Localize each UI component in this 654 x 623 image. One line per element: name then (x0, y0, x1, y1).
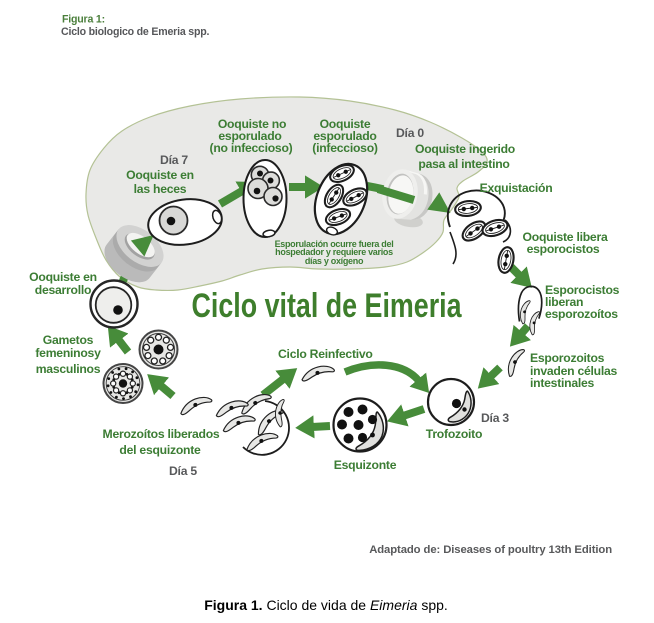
svg-text:Ooquiste en: Ooquiste en (126, 168, 194, 182)
svg-text:esporulado: esporulado (218, 129, 281, 143)
svg-text:del esquizonte: del esquizonte (119, 443, 201, 457)
svg-text:Esquizonte: Esquizonte (334, 458, 397, 472)
svg-text:Día 0: Día 0 (396, 126, 424, 140)
svg-text:Ciclo biologico de Emeria spp.: Ciclo biologico de Emeria spp. (61, 26, 209, 38)
svg-text:Figura 1:: Figura 1: (62, 14, 105, 26)
svg-text:hospedador y requiere varios: hospedador y requiere varios (275, 247, 393, 257)
svg-text:Ciclo Reinfectivo: Ciclo Reinfectivo (278, 347, 373, 361)
svg-text:Figura 1. Ciclo de vida de Eim: Figura 1. Ciclo de vida de Eimeria spp. (204, 597, 448, 613)
svg-text:liberan: liberan (545, 295, 583, 309)
svg-text:Ooquiste en: Ooquiste en (29, 270, 97, 284)
svg-text:invaden células: invaden células (530, 364, 617, 378)
svg-text:masculinos: masculinos (36, 362, 101, 376)
svg-text:Ciclo vital de Eimeria: Ciclo vital de Eimeria (191, 287, 462, 325)
svg-text:Esporocistos: Esporocistos (545, 283, 620, 297)
svg-text:Ooquiste no: Ooquiste no (218, 117, 286, 131)
svg-text:(no infeccioso): (no infeccioso) (210, 141, 293, 155)
svg-text:Exquistación: Exquistación (480, 181, 553, 195)
svg-text:Esporulación ocurre fuera del: Esporulación ocurre fuera del (275, 239, 394, 249)
svg-text:Día 5: Día 5 (169, 464, 197, 478)
svg-text:esporozoítos: esporozoítos (545, 307, 618, 321)
svg-text:Ooquiste libera: Ooquiste libera (523, 230, 608, 244)
svg-text:intestinales: intestinales (530, 376, 595, 390)
svg-text:Día 3: Día 3 (481, 411, 509, 425)
svg-text:Gametos: Gametos (43, 333, 94, 347)
svg-text:Trofozoito: Trofozoito (426, 427, 482, 441)
svg-text:desarrollo: desarrollo (35, 283, 91, 297)
svg-text:Día 7: Día 7 (160, 153, 188, 167)
svg-text:(infeccioso): (infeccioso) (312, 141, 378, 155)
svg-text:las heces: las heces (134, 182, 187, 196)
svg-text:pasa al intestino: pasa al intestino (418, 157, 509, 171)
svg-text:Esporozoitos: Esporozoitos (530, 351, 605, 365)
svg-text:femeninosy: femeninosy (35, 346, 101, 360)
svg-text:días y oxígeno: días y oxígeno (305, 256, 364, 266)
svg-text:esporulado: esporulado (313, 129, 376, 143)
svg-text:esporocistos: esporocistos (527, 242, 600, 256)
svg-text:Adaptado de: Diseases of poult: Adaptado de: Diseases of poultry 13th Ed… (369, 544, 612, 556)
svg-text:Ooquiste ingerido: Ooquiste ingerido (415, 142, 515, 156)
svg-text:Merozoítos liberados: Merozoítos liberados (103, 427, 220, 441)
svg-text:Ooquiste: Ooquiste (320, 117, 371, 131)
